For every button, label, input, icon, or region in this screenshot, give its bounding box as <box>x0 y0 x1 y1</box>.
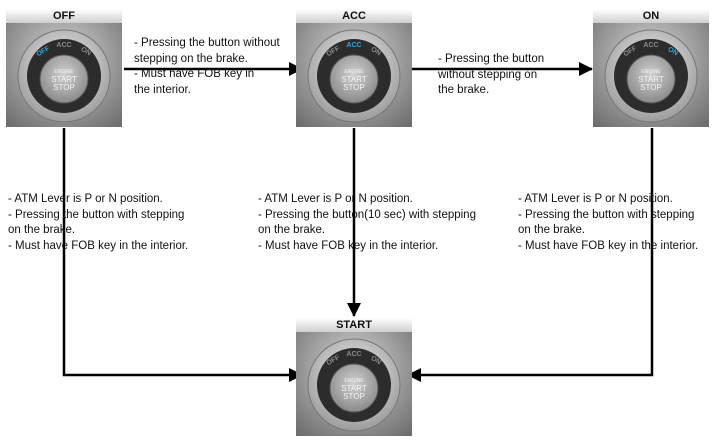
state-title: OFF <box>6 9 122 23</box>
button-text-line-2: START <box>51 75 77 84</box>
ring-label-on: ON <box>369 355 382 366</box>
transition-on-to-start: - ATM Lever is P or N position. - Pressi… <box>518 193 699 252</box>
state-title: ACC <box>296 9 412 23</box>
arrow-off-to-start <box>62 128 303 382</box>
transition-off-to-acc: - Pressing the button without stepping o… <box>134 37 280 96</box>
start-stop-button <box>329 54 379 104</box>
state-title: START <box>296 318 412 332</box>
button-text-line-1: ENGINE <box>641 69 661 75</box>
ring-label-acc: ACC <box>643 42 658 49</box>
transition-acc-to-on: - Pressing the button without stepping o… <box>438 53 545 96</box>
transition-off-to-start: - ATM Lever is P or N position. - Pressi… <box>8 193 189 252</box>
ring-label-on: ON <box>79 46 92 57</box>
button-text-line-1: ENGINE <box>54 69 74 75</box>
ring-label-on: ON <box>666 46 679 57</box>
button-text-line-3: STOP <box>640 83 662 92</box>
transition-acc-to-start: - ATM Lever is P or N position. - Pressi… <box>258 193 476 252</box>
button-text-line-1: ENGINE <box>344 378 364 384</box>
button-text-line-2: START <box>341 75 367 84</box>
start-stop-button <box>39 54 89 104</box>
start-stop-button <box>626 54 676 104</box>
ring-label-on: ON <box>369 46 382 57</box>
ring-label-acc: ACC <box>56 42 71 49</box>
button-text-line-1: ENGINE <box>344 69 364 75</box>
button-text-line-2: START <box>638 75 664 84</box>
button-text-line-3: STOP <box>53 83 75 92</box>
button-text-line-3: STOP <box>343 392 365 401</box>
button-text-line-2: START <box>341 384 367 393</box>
start-stop-button <box>329 363 379 413</box>
ring-label-acc: ACC <box>346 42 361 49</box>
ring-label-acc: ACC <box>346 351 361 358</box>
arrow-on-to-start <box>407 128 654 382</box>
button-text-line-3: STOP <box>343 83 365 92</box>
state-title: ON <box>593 9 709 23</box>
